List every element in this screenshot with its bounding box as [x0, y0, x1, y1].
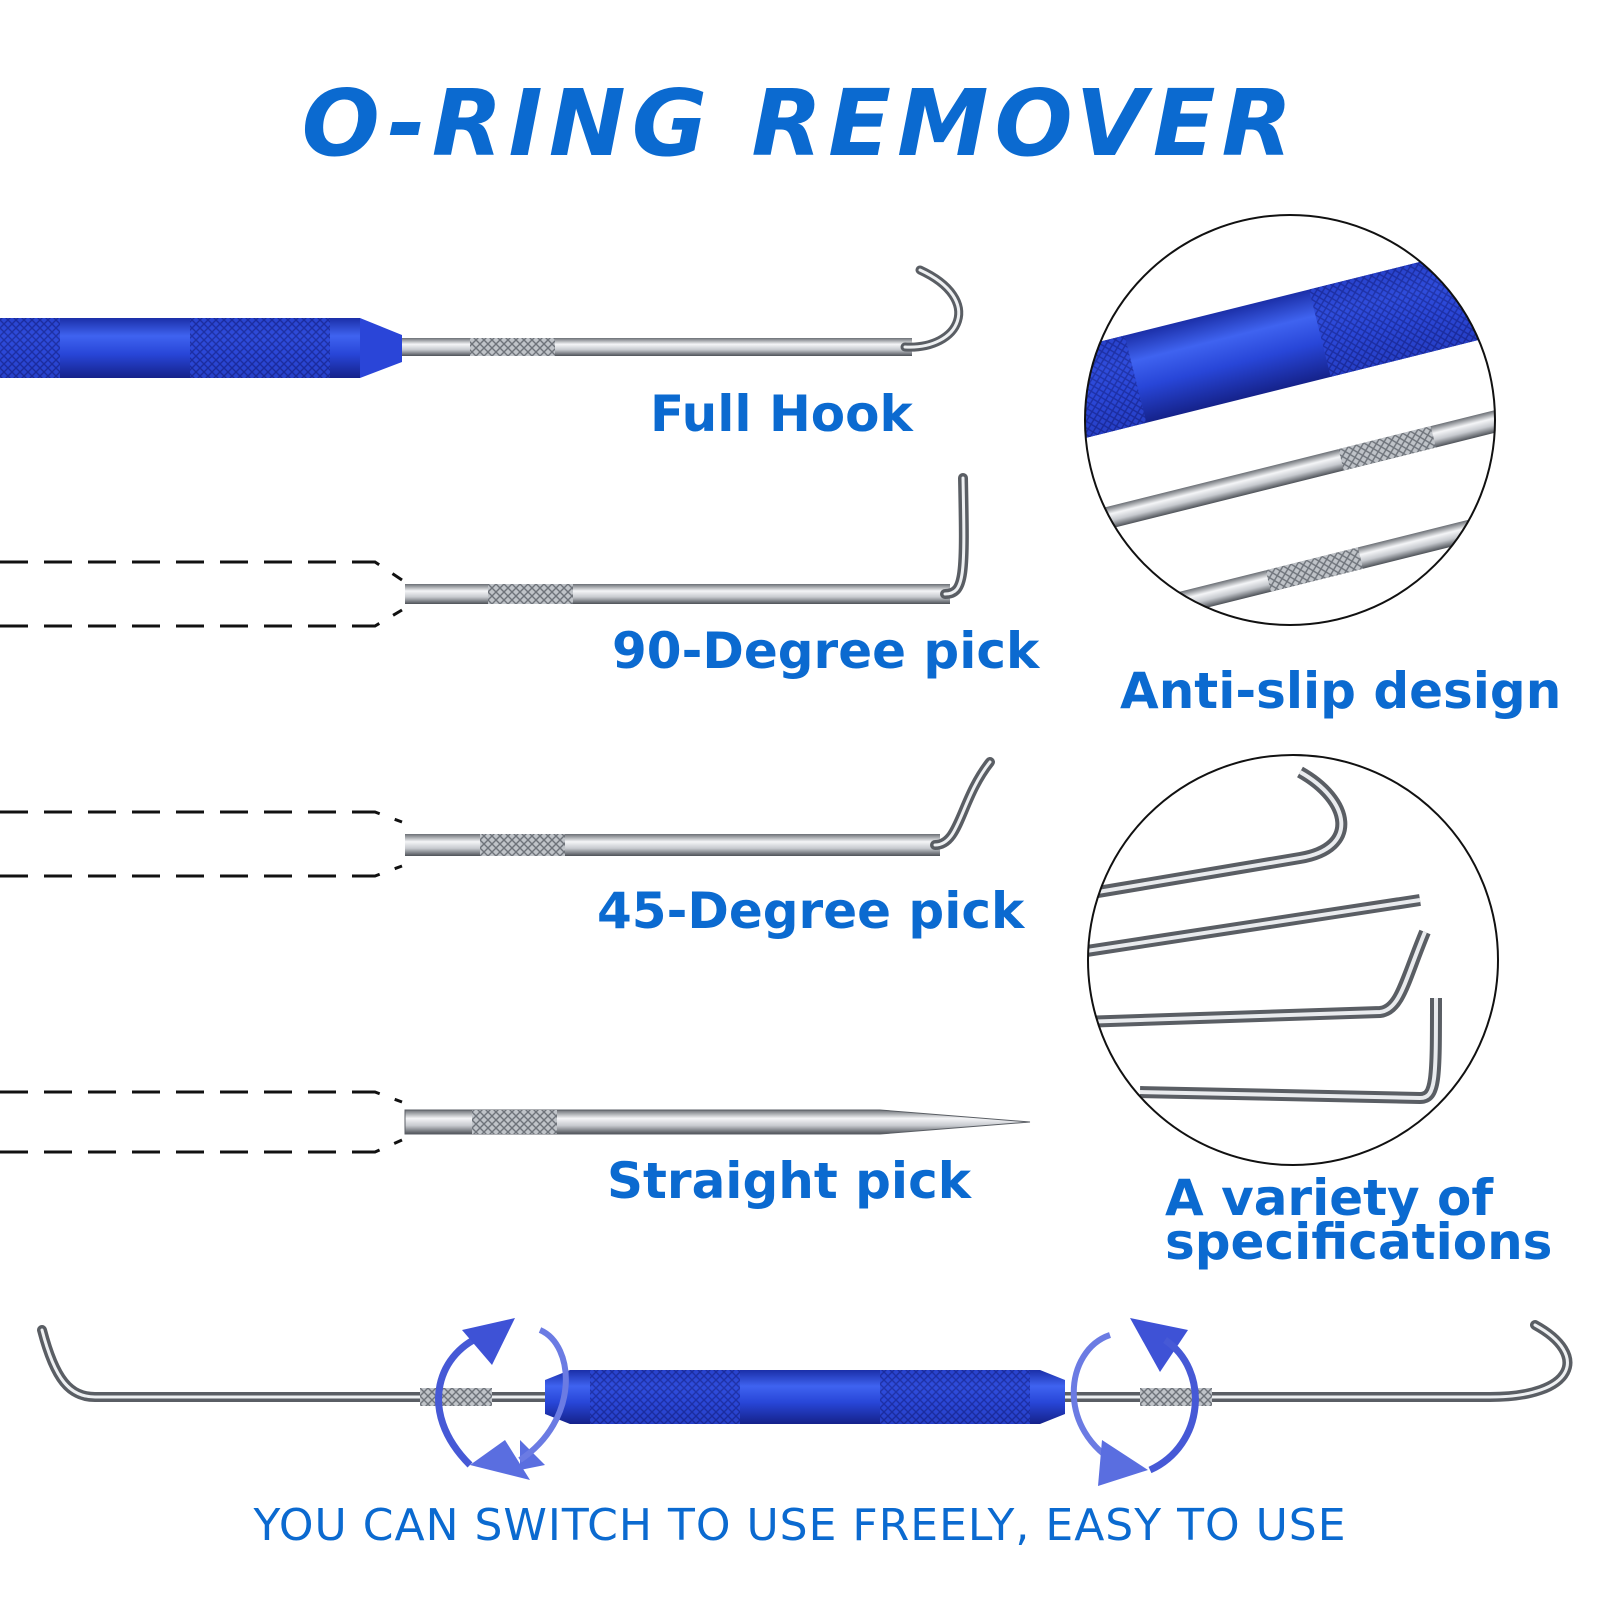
- footer-tagline: YOU CAN SWITCH TO USE FREELY, EASY TO US…: [253, 1500, 1347, 1551]
- rotate-right-arrows: [1070, 1318, 1199, 1486]
- label-90-degree-pick: 90-Degree pick: [612, 622, 1040, 680]
- label-full-hook: Full Hook: [650, 385, 913, 443]
- pick-90-tool: [0, 473, 969, 628]
- label-anti-slip-design: Anti-slip design: [1120, 662, 1562, 720]
- label-variety-of-specifications: A variety of specifications: [1165, 1169, 1553, 1271]
- page-title: O-RING REMOVER: [301, 70, 1299, 177]
- double-ended-tool: [37, 1320, 1573, 1424]
- label-straight-pick: Straight pick: [607, 1152, 971, 1210]
- anti-slip-zoom-circle: [1084, 214, 1496, 626]
- pick-45-tool: [0, 757, 995, 878]
- variety-zoom-circle: [1087, 754, 1499, 1166]
- straight-pick-tool: [0, 1090, 1031, 1154]
- rotate-left-arrows: [435, 1318, 569, 1480]
- full-hook-tool: [0, 265, 964, 378]
- label-45-degree-pick: 45-Degree pick: [597, 882, 1025, 940]
